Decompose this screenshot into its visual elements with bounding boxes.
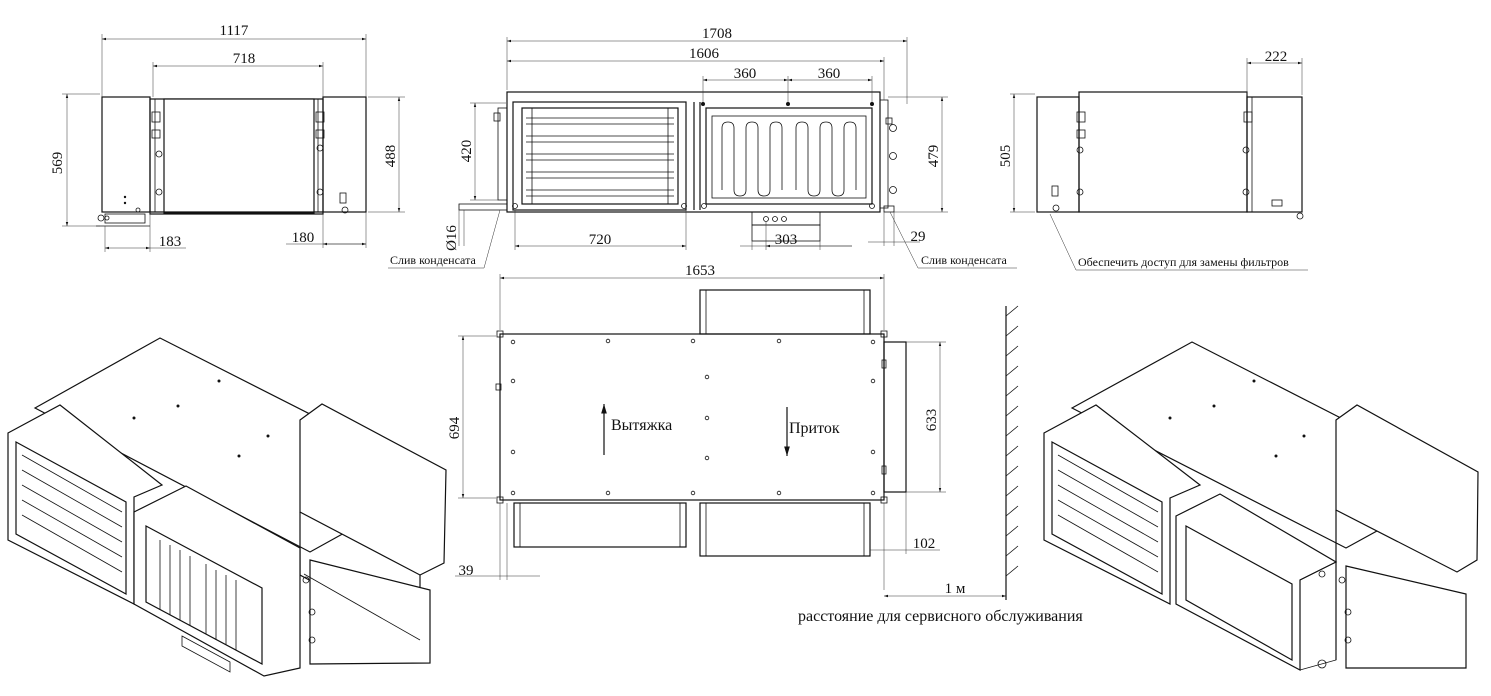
damper-blades — [526, 108, 674, 204]
dim-plan-width: 1653 — [685, 263, 715, 279]
isometric-view-right — [1043, 341, 1479, 671]
dim-front-left-offset: 183 — [159, 234, 182, 250]
dim-side-inner-width: 1606 — [689, 46, 720, 62]
label-condensate-drain-right: Слив конденсата — [921, 253, 1007, 267]
label-exhaust: Вытяжка — [611, 417, 672, 434]
dim-front-total-width: 1117 — [220, 23, 249, 39]
front-view: 1117 718 569 488 183 180 — [50, 23, 405, 252]
plan-fasteners — [495, 338, 876, 496]
label-supply: Приток — [789, 420, 840, 437]
dim-drain-diameter: Ø16 — [444, 225, 460, 251]
dim-plan-bottom-offset: 39 — [459, 563, 474, 579]
label-service-distance: расстояние для сервисного обслуживания — [798, 608, 1083, 625]
dim-rear-width: 222 — [1265, 49, 1288, 65]
side-view: 1708 1606 360 360 420 479 Ø16 720 — [388, 26, 1017, 269]
dim-side-span-right: 360 — [818, 66, 841, 82]
dim-drain-spacing: 303 — [775, 232, 798, 248]
heater-coils — [721, 121, 857, 197]
isometric-view-left — [7, 337, 447, 677]
dim-front-right-offset: 180 — [292, 230, 315, 246]
label-condensate-drain-left: Слив конденсата — [390, 253, 476, 267]
dim-damper-width: 720 — [589, 232, 612, 248]
dim-front-total-height: 569 — [50, 152, 66, 175]
dim-side-height-left: 420 — [459, 140, 475, 163]
dim-rear-height: 505 — [998, 145, 1014, 168]
dim-front-inner-width: 718 — [233, 51, 256, 67]
dim-side-span-left: 360 — [734, 66, 757, 82]
dim-side-height-right: 479 — [926, 145, 942, 168]
wall — [1005, 305, 1019, 600]
dim-side-total-width: 1708 — [702, 26, 732, 42]
rear-view: 505 222 Обеспечить доступ для замены фил… — [998, 49, 1308, 271]
label-filter-access: Обеспечить доступ для замены фильтров — [1078, 255, 1289, 269]
iso-left-heater-coils — [159, 540, 237, 650]
dim-side-right-offset: 29 — [911, 229, 926, 245]
plan-view: Вытяжка Приток 1653 694 633 39 102 1 м р… — [447, 263, 1083, 625]
dim-front-inner-height: 488 — [383, 145, 399, 168]
dim-plan-supply-height: 633 — [924, 409, 940, 432]
dim-plan-right-offset: 102 — [913, 536, 936, 552]
iso-left-damper-blades — [21, 454, 123, 573]
dim-plan-depth: 694 — [447, 416, 463, 439]
iso-right-damper-blades — [1057, 454, 1159, 573]
dim-service-distance: 1 м — [945, 581, 966, 597]
